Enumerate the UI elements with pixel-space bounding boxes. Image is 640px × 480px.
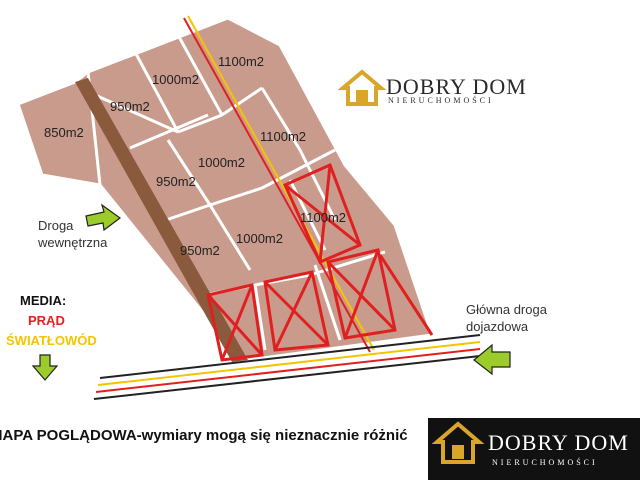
- sold-markers: [206, 162, 434, 362]
- media-power: PRĄD: [28, 313, 65, 328]
- utility-lines-plots: [183, 15, 375, 353]
- plot-labels: 850m2 950m2 1000m2 1100m2 950m2 1000m2 1…: [44, 54, 346, 258]
- land-area: [16, 16, 435, 362]
- main-road: [93, 334, 481, 400]
- logo-subtitle: NIERUCHOMOŚCI: [492, 457, 598, 467]
- plot-label: 950m2: [180, 243, 220, 258]
- house-logo-icon: [431, 421, 485, 464]
- plot-label: 1100m2: [260, 129, 306, 144]
- plot-label: 850m2: [44, 125, 84, 140]
- plot-label: 1100m2: [300, 210, 346, 225]
- plot-label: 950m2: [110, 99, 150, 114]
- main-road-label: dojazdowa: [466, 319, 529, 334]
- internal-road-label: wewnętrzna: [37, 235, 108, 250]
- internal-road: [75, 78, 248, 362]
- plot-label: 1100m2: [218, 54, 264, 69]
- logo-name: DOBRY DOM: [488, 430, 629, 455]
- logo-subtitle: NIERUCHOMOŚCI: [388, 95, 494, 105]
- arrow-down-icon: [31, 354, 59, 381]
- logo-top: DOBRY DOM NIERUCHOMOŚCI: [337, 69, 527, 106]
- plot-label: 1000m2: [198, 155, 245, 170]
- house-logo-icon: [337, 69, 387, 106]
- arrow-right-icon: [85, 203, 122, 232]
- plot-label: 1000m2: [236, 231, 283, 246]
- logo-name: DOBRY DOM: [386, 74, 527, 99]
- arrow-left-icon: [473, 343, 511, 376]
- media-fiber: ŚWIATŁOWÓD: [6, 333, 97, 348]
- plot-label: 950m2: [156, 174, 196, 189]
- plot-label: 1000m2: [152, 72, 199, 87]
- media-title: MEDIA:: [20, 293, 66, 308]
- main-road-label: Główna droga: [466, 302, 548, 317]
- logo-bottom: DOBRY DOM NIERUCHOMOŚCI: [428, 418, 640, 480]
- internal-road-label: Droga: [38, 218, 74, 233]
- map-caption: MAPA POGLĄDOWA-wymiary mogą się nieznacz…: [0, 427, 408, 444]
